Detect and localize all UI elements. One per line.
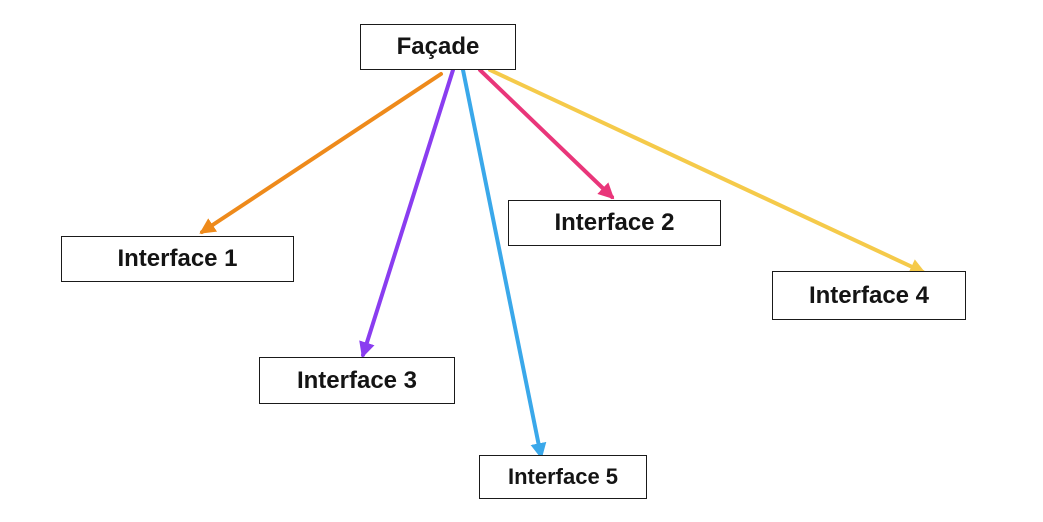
arrow-facade-to-interface-3 — [359, 68, 455, 359]
interface-5-label: Interface 5 — [507, 464, 619, 489]
facade-label: Façade — [396, 33, 480, 60]
arrow-facade-to-interface-1 — [199, 72, 443, 234]
interface-1-label: Interface 1 — [117, 245, 238, 272]
interface-4-label: Interface 4 — [808, 281, 930, 309]
arrow-facade-to-interface-4 — [488, 68, 926, 274]
interface-4-box: Interface 4 — [772, 271, 966, 320]
arrow-facade-to-interface-5 — [461, 68, 547, 460]
facade-box: Façade — [360, 24, 516, 70]
interface-2-label: Interface 2 — [554, 209, 675, 236]
interface-2-box: Interface 2 — [508, 200, 721, 246]
interface-3-label: Interface 3 — [296, 366, 418, 394]
interface-1-box: Interface 1 — [61, 236, 294, 282]
interface-3-box: Interface 3 — [259, 357, 455, 404]
interface-5-box: Interface 5 — [479, 455, 647, 499]
arrow-facade-to-interface-2 — [478, 68, 615, 200]
